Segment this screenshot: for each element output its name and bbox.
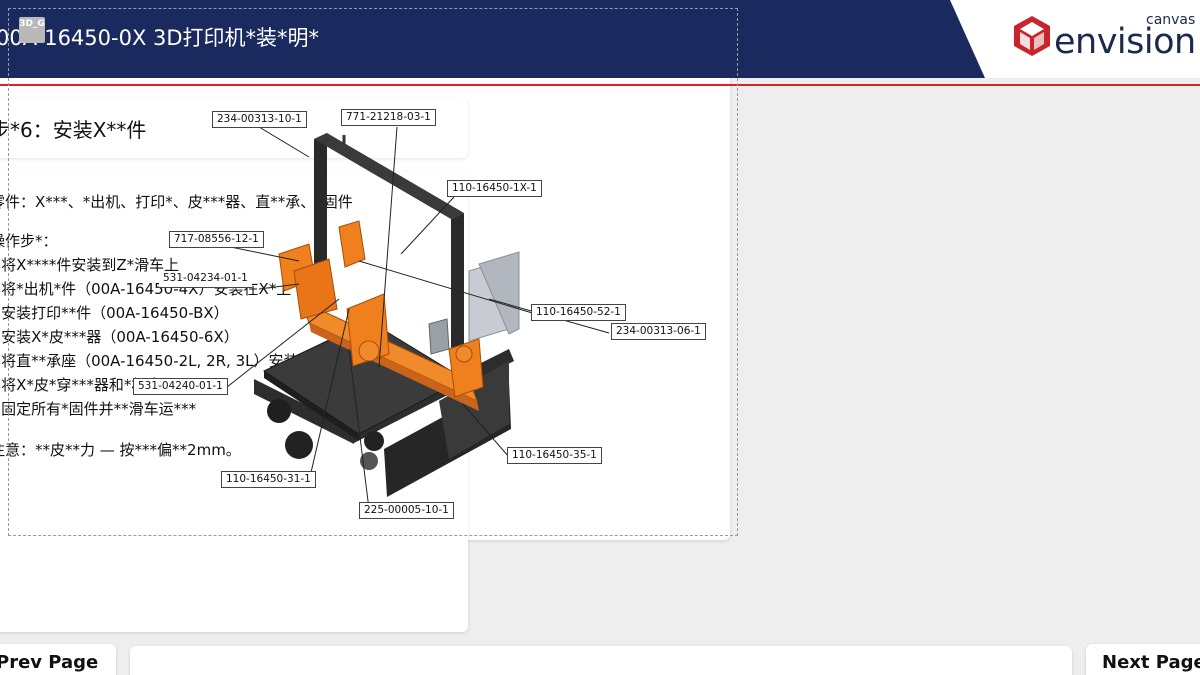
printer-assembly-drawing — [220, 126, 610, 510]
part-callout[interactable]: 771-21218-03-1 — [341, 109, 436, 126]
part-callout[interactable]: 110-16450-35-1 — [507, 447, 602, 464]
logo-canvas-text: canvas — [1146, 12, 1196, 28]
header-background — [0, 0, 985, 78]
3d-badge-label: 3D_G — [19, 19, 45, 29]
steps-label: 操作步*： — [0, 232, 58, 250]
document-title: 00A-16450-0X 3D打印机*装*明* — [0, 26, 320, 50]
header-accent-rule — [0, 84, 1200, 86]
part-callout[interactable]: 234-00313-06-1 — [611, 323, 706, 340]
instruction-step: 3. 安装打印**件（00A-16450-BX） — [0, 304, 229, 322]
next-page-button[interactable]: Next Page — [1086, 644, 1200, 675]
instruction-step: 5. 将直**承座（00A-16450-2L, 2R, 3L）安装在**上 — [0, 352, 344, 370]
canvas-envision-logo: canvas envision — [1008, 12, 1200, 62]
part-callout[interactable]: 531-04240-01-1 — [133, 378, 228, 395]
part-callout[interactable]: 110-16450-52-1 — [531, 304, 626, 321]
model-viewport[interactable]: 3D_G — [8, 8, 738, 536]
instructions-panel: 零件：X***、*出机、打印*、皮***器、直**承、*固件 操作步*： 1. … — [0, 172, 468, 632]
logo-envision-text: envision — [1054, 22, 1196, 62]
instruction-step: 4. 安装X*皮***器（00A-16450-6X） — [0, 328, 239, 346]
model-viewer-panel[interactable]: 3D_G — [0, 0, 738, 540]
app-header: 00A-16450-0X 3D打印机*装*明* canvas envision — [0, 0, 1200, 78]
bottom-status-bar — [130, 646, 1072, 675]
instruction-step: 1. 将X****件安装到Z*滑车上 — [0, 256, 180, 274]
parts-list: 零件：X***、*出机、打印*、皮***器、直**承、*固件 — [0, 193, 353, 211]
3d-view-badge-icon[interactable]: 3D_G — [19, 17, 45, 43]
part-callout[interactable]: 110-16450-31-1 — [221, 471, 316, 488]
part-callout[interactable]: 717-08556-12-1 — [169, 231, 264, 248]
part-callout[interactable]: 110-16450-1X-1 — [447, 180, 542, 197]
part-callout[interactable]: 234-00313-10-1 — [212, 111, 307, 128]
part-callout[interactable]: 531-04234-01-1 — [159, 271, 252, 288]
prev-page-button[interactable]: Prev Page — [0, 644, 116, 675]
tension-note: 注意：**皮**力 — 按***偏**2mm。 — [0, 441, 241, 459]
cube-logo-icon — [1014, 16, 1050, 56]
instruction-step: 6. 将X*皮*穿***器和*机皮** — [0, 376, 177, 394]
step-title-panel: 步*6：安装X**件 — [0, 98, 468, 158]
step-title: 步*6：安装X**件 — [0, 118, 147, 142]
instruction-step: 7. 固定所有*固件并**滑车运*** — [0, 400, 197, 418]
part-callout[interactable]: 225-00005-10-1 — [359, 502, 454, 519]
